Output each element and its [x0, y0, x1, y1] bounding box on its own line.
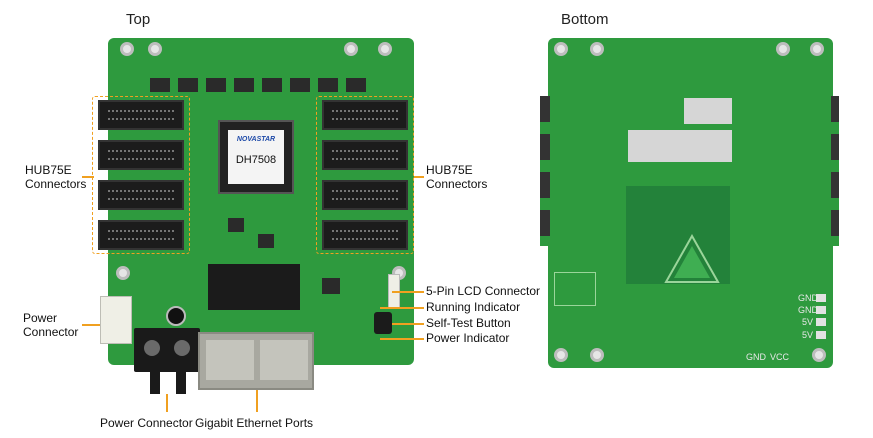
edge-connectors: [831, 96, 839, 246]
mount-hole: [554, 348, 568, 362]
mount-hole: [590, 42, 604, 56]
driver-chip: [234, 78, 254, 92]
hub75e-connector[interactable]: [322, 100, 408, 130]
hub-right-label: HUB75E Connectors: [426, 163, 487, 191]
driver-chip: [206, 78, 226, 92]
chip-model: DH7508: [235, 154, 277, 166]
mount-hole: [344, 42, 358, 56]
silk-vcc: VCC: [770, 352, 790, 362]
hub75e-connector[interactable]: [322, 140, 408, 170]
leader-line: [166, 394, 168, 412]
running-indicator-label: Running Indicator: [426, 300, 521, 314]
driver-chip: [150, 78, 170, 92]
mount-hole: [120, 42, 134, 56]
self-test-button-label: Self-Test Button: [426, 316, 511, 330]
pad: [816, 318, 826, 326]
main-processor: NOVASTAR DH7508: [218, 120, 294, 194]
hub-right-callout: [316, 96, 414, 254]
warning-triangle-icon: [664, 234, 720, 283]
hub-left-callout: [92, 96, 190, 254]
mount-hole: [590, 348, 604, 362]
label-sticker: [684, 98, 732, 124]
mount-hole: [378, 42, 392, 56]
hub75e-connector[interactable]: [98, 180, 184, 210]
ram-chip: [208, 264, 300, 310]
silk-gnd-2: GND: [798, 305, 818, 315]
driver-chip: [346, 78, 366, 92]
mount-hole: [810, 42, 824, 56]
hub-left-label-line1: HUB75E: [25, 163, 72, 177]
leader-line: [380, 307, 424, 309]
mount-hole: [554, 42, 568, 56]
edge-connectors: [540, 96, 550, 246]
terminal-pin: [150, 372, 160, 394]
driver-chip: [178, 78, 198, 92]
mount-hole: [148, 42, 162, 56]
terminal-pin: [176, 372, 186, 394]
silk-gnd-bottom: GND: [746, 352, 766, 362]
pad: [816, 306, 826, 314]
bottom-view-title: Bottom: [561, 11, 609, 28]
leader-line: [82, 176, 94, 178]
capacitor: [166, 306, 186, 326]
driver-chip: [290, 78, 310, 92]
mount-hole: [776, 42, 790, 56]
hub75e-connector[interactable]: [322, 220, 408, 250]
power-connector-bottom-label: Power Connector: [100, 416, 193, 430]
small-chip: [228, 218, 244, 232]
pcb-area: [626, 186, 730, 284]
hub75e-connector[interactable]: [98, 140, 184, 170]
hub75e-connector[interactable]: [98, 100, 184, 130]
ethernet-ports[interactable]: [198, 332, 314, 390]
driver-chip: [318, 78, 338, 92]
lcd-connector-label: 5-Pin LCD Connector: [426, 284, 541, 298]
pad: [816, 331, 826, 339]
small-chip: [322, 278, 340, 294]
silk-5v-2: 5V: [802, 330, 814, 340]
hub-right-label-line1: HUB75E: [426, 163, 473, 177]
leader-line: [82, 324, 100, 326]
hub75e-connector[interactable]: [98, 220, 184, 250]
hub75e-connector[interactable]: [322, 180, 408, 210]
power-connector-white[interactable]: [100, 296, 132, 344]
power-indicator-label: Power Indicator: [426, 331, 510, 345]
silk-gnd-1: GND: [798, 293, 818, 303]
label-sticker: [628, 130, 732, 162]
leader-line: [414, 176, 424, 178]
terminal-power-connector[interactable]: [134, 328, 200, 372]
power-connector-label: Power Connector: [23, 311, 78, 339]
power-connector-label-line2: Connector: [23, 325, 79, 339]
driver-chip: [262, 78, 282, 92]
hub-left-label-line2: Connectors: [25, 177, 87, 191]
mount-hole: [812, 348, 826, 362]
chip-brand: NOVASTAR: [236, 136, 276, 143]
small-chip: [258, 234, 274, 248]
leader-line: [392, 323, 424, 325]
top-view-title: Top: [126, 11, 151, 28]
pad: [816, 294, 826, 302]
bottom-board: GND GND 5V 5V GND VCC: [548, 38, 833, 368]
silk-5v-1: 5V: [802, 317, 814, 327]
hub-right-label-line2: Connectors: [426, 177, 488, 191]
mount-hole: [116, 266, 130, 280]
silk-block: [554, 272, 596, 306]
leader-line: [392, 291, 424, 293]
power-connector-label-line1: Power: [23, 311, 58, 325]
self-test-button[interactable]: [374, 312, 392, 334]
ethernet-label: Gigabit Ethernet Ports: [195, 416, 314, 430]
hub-left-label: HUB75E Connectors: [25, 163, 86, 191]
leader-line: [256, 390, 258, 412]
leader-line: [380, 338, 424, 340]
